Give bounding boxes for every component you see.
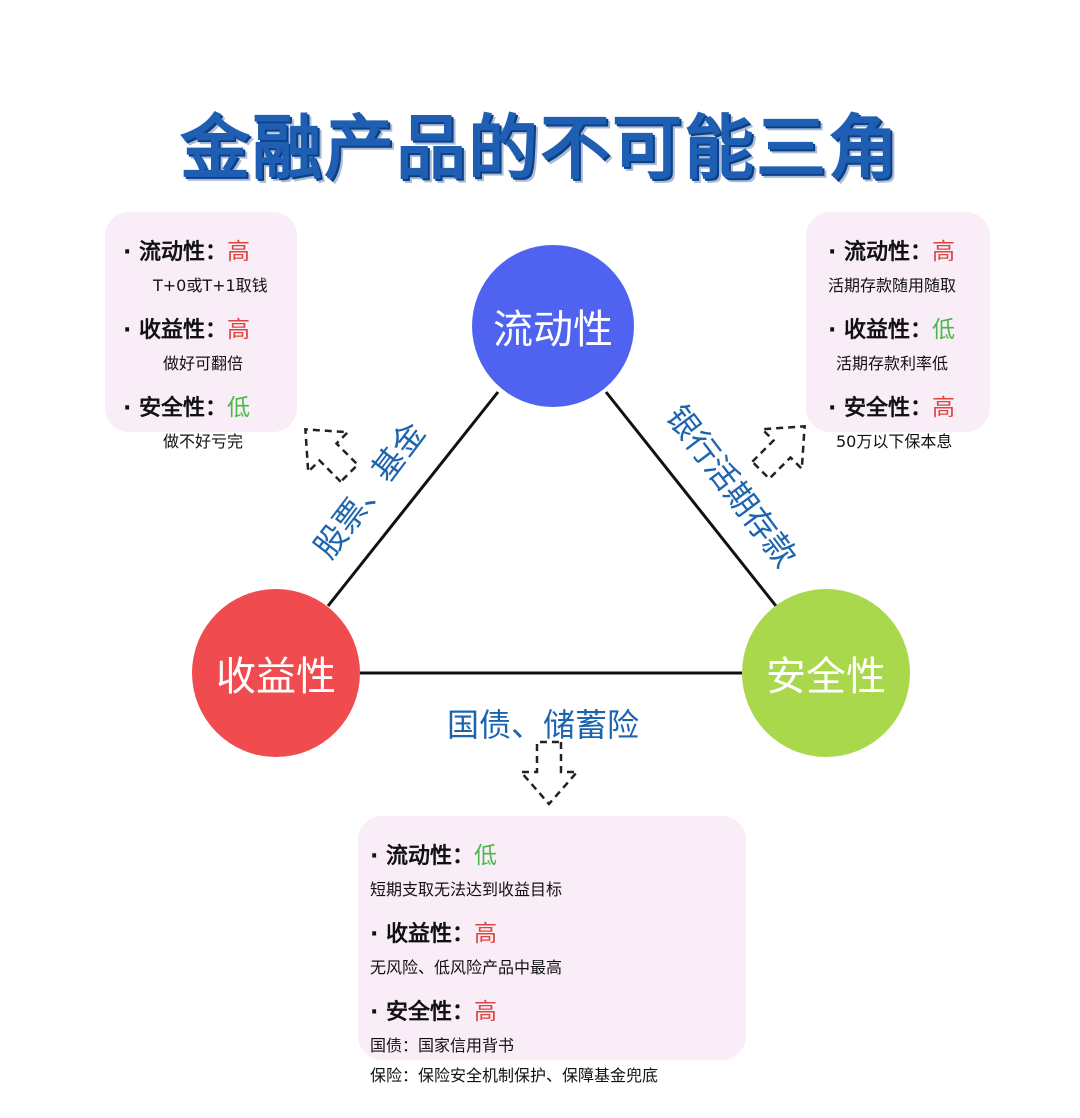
edge-right-line bbox=[604, 391, 778, 607]
bullet-icon: · bbox=[370, 922, 387, 947]
arrow-right-icon bbox=[750, 425, 806, 481]
box-left-item-head: · 收益性：高 bbox=[123, 310, 297, 344]
box-bottom-item-desc: 短期支取无法达到收益目标 bbox=[370, 880, 563, 899]
box-bottom: · 流动性：低短期支取无法达到收益目标· 收益性：高无风险、低风险产品中最高· … bbox=[358, 816, 746, 1085]
box-right-item-head: · 收益性：低 bbox=[828, 310, 990, 344]
bullet-icon: · bbox=[123, 396, 140, 421]
box-bottom-item-level: 高 bbox=[474, 921, 498, 947]
box-right-item-level: 高 bbox=[932, 395, 956, 421]
edge-left-line bbox=[326, 391, 500, 607]
box-bottom-item-name: 安全性： bbox=[386, 1000, 475, 1025]
box-bottom-item-name: 收益性： bbox=[386, 922, 475, 947]
box-bottom-item-head: · 流动性：低 bbox=[370, 836, 746, 870]
box-bottom-item-name: 流动性： bbox=[386, 844, 475, 869]
box-right-item-head: · 流动性：高 bbox=[828, 232, 990, 266]
box-left-item-name: 流动性： bbox=[139, 240, 228, 265]
box-bottom-item-desc: 国债：国家信用背书 bbox=[370, 1036, 515, 1055]
node-liquidity-label: 流动性 bbox=[493, 307, 613, 353]
edge-bottom-label: 国债、储蓄险 bbox=[447, 706, 640, 744]
box-right-item-name: 安全性： bbox=[844, 396, 933, 421]
bullet-icon: · bbox=[370, 844, 387, 869]
node-return-label: 收益性 bbox=[216, 654, 336, 700]
node-safety: 安全性 bbox=[742, 589, 910, 757]
bullet-icon: · bbox=[828, 396, 845, 421]
bullet-icon: · bbox=[123, 240, 140, 265]
box-right-item-desc: 活期存款利率低 bbox=[836, 354, 949, 373]
bullet-icon: · bbox=[828, 240, 845, 265]
node-return: 收益性 bbox=[192, 589, 360, 757]
bullet-icon: · bbox=[123, 318, 140, 343]
box-left-item-desc: 做不好亏完 bbox=[163, 432, 244, 451]
box-bottom-item-desc: 无风险、低风险产品中最高 bbox=[370, 958, 563, 977]
box-left-item-level: 高 bbox=[227, 317, 251, 343]
box-right-item-desc: 活期存款随用随取 bbox=[828, 276, 957, 295]
node-liquidity: 流动性 bbox=[472, 245, 634, 407]
box-bottom-item-head: · 收益性：高 bbox=[370, 914, 746, 948]
bullet-icon: · bbox=[828, 318, 845, 343]
box-left-item-level: 高 bbox=[227, 239, 251, 265]
box-bottom-item-level: 低 bbox=[474, 843, 498, 869]
box-right-item-head: · 安全性：高 bbox=[828, 388, 990, 422]
box-left-item-name: 安全性： bbox=[139, 396, 228, 421]
box-bottom-item-head: · 安全性：高 bbox=[370, 992, 746, 1026]
box-left-item-level: 低 bbox=[227, 395, 251, 421]
box-right-item-name: 收益性： bbox=[844, 318, 933, 343]
bullet-icon: · bbox=[370, 1000, 387, 1025]
box-bottom-item-desc: 保险：保险安全机制保护、保障基金兜底 bbox=[370, 1066, 659, 1085]
box-left-item-head: · 安全性：低 bbox=[123, 388, 297, 422]
arrow-left-icon bbox=[304, 428, 360, 484]
box-right-item-level: 高 bbox=[932, 239, 956, 265]
box-left-item-head: · 流动性：高 bbox=[123, 232, 297, 266]
page-title: 金融产品的不可能三角 bbox=[180, 107, 900, 189]
box-right-item-level: 低 bbox=[932, 317, 956, 343]
node-safety-label: 安全性 bbox=[766, 654, 886, 700]
box-left-item-desc: T+0或T+1取钱 bbox=[153, 276, 268, 295]
arrow-down-icon bbox=[518, 740, 580, 806]
box-right-item-name: 流动性： bbox=[844, 240, 933, 265]
box-right-item-desc: 50万以下保本息 bbox=[836, 432, 953, 451]
box-left-item-name: 收益性： bbox=[139, 318, 228, 343]
box-left-item-desc: 做好可翻倍 bbox=[163, 354, 244, 373]
box-bottom-item-level: 高 bbox=[474, 999, 498, 1025]
